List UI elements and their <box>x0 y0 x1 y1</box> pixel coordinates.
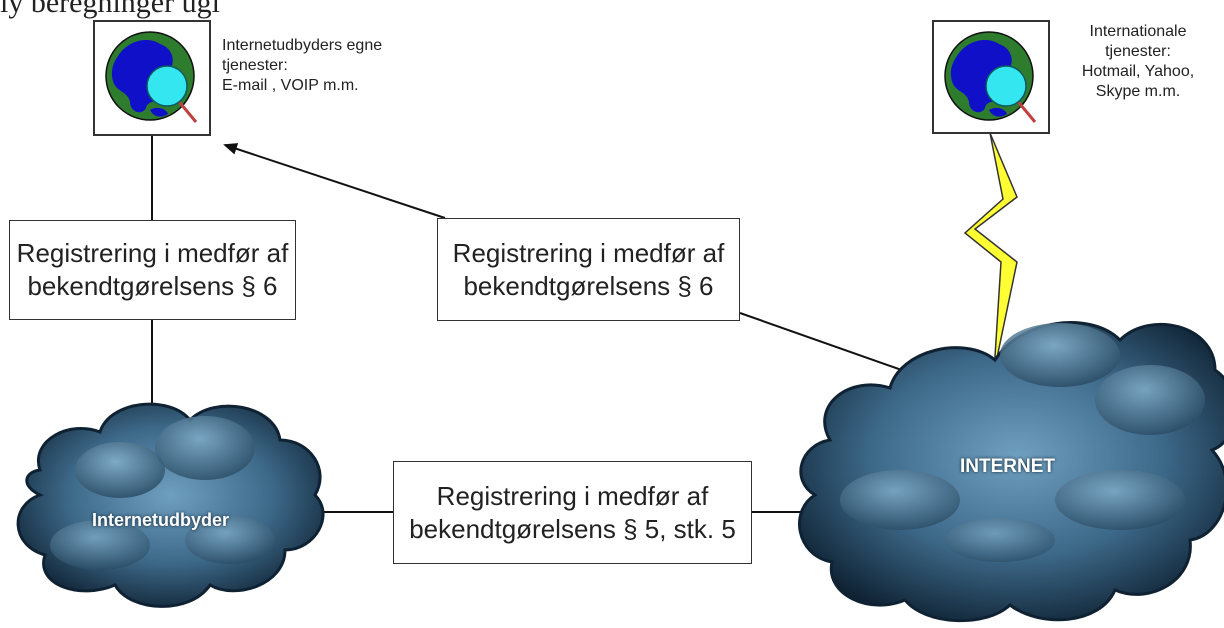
internet-cloud-label: INTERNET <box>960 456 1055 477</box>
registration-box-bottom: Registrering i medfør af bekendtgørelsen… <box>393 461 752 564</box>
isp-cloud-icon <box>16 402 325 608</box>
registration-box-middle-text: Registrering i medfør af bekendtgørelsen… <box>452 237 725 301</box>
internet-cloud-icon <box>798 321 1224 622</box>
registration-box-middle: Registrering i medfør af bekendtgørelsen… <box>437 218 740 321</box>
isp-services-text: Internetudbyders egne tjenester: E-mail … <box>222 37 383 94</box>
registration-box-bottom-text: Registrering i medfør af bekendtgørelsen… <box>409 480 736 544</box>
cropped-top-text: ly beregninger ugi <box>0 0 220 19</box>
isp-services-note: Internetudbyders egne tjenester: E-mail … <box>222 36 422 96</box>
isp-cloud-label: Internetudbyder <box>92 510 230 530</box>
intl-services-text: Internationale tjenester: Hotmail, Yahoo… <box>1081 23 1195 100</box>
intl-services-globe-icon <box>932 20 1050 134</box>
lightning-bolt-icon <box>963 132 1018 373</box>
isp-services-globe-icon <box>93 20 211 136</box>
arrow-middle-box-to-isp-services <box>223 143 446 219</box>
intl-services-note: Internationale tjenester: Hotmail, Yahoo… <box>1058 22 1218 102</box>
line-internet-cloud-to-middle-box <box>739 312 931 381</box>
registration-box-left-text: Registrering i medfør af bekendtgørelsen… <box>16 238 289 301</box>
registration-box-left: Registrering i medfør af bekendtgørelsen… <box>9 220 296 320</box>
